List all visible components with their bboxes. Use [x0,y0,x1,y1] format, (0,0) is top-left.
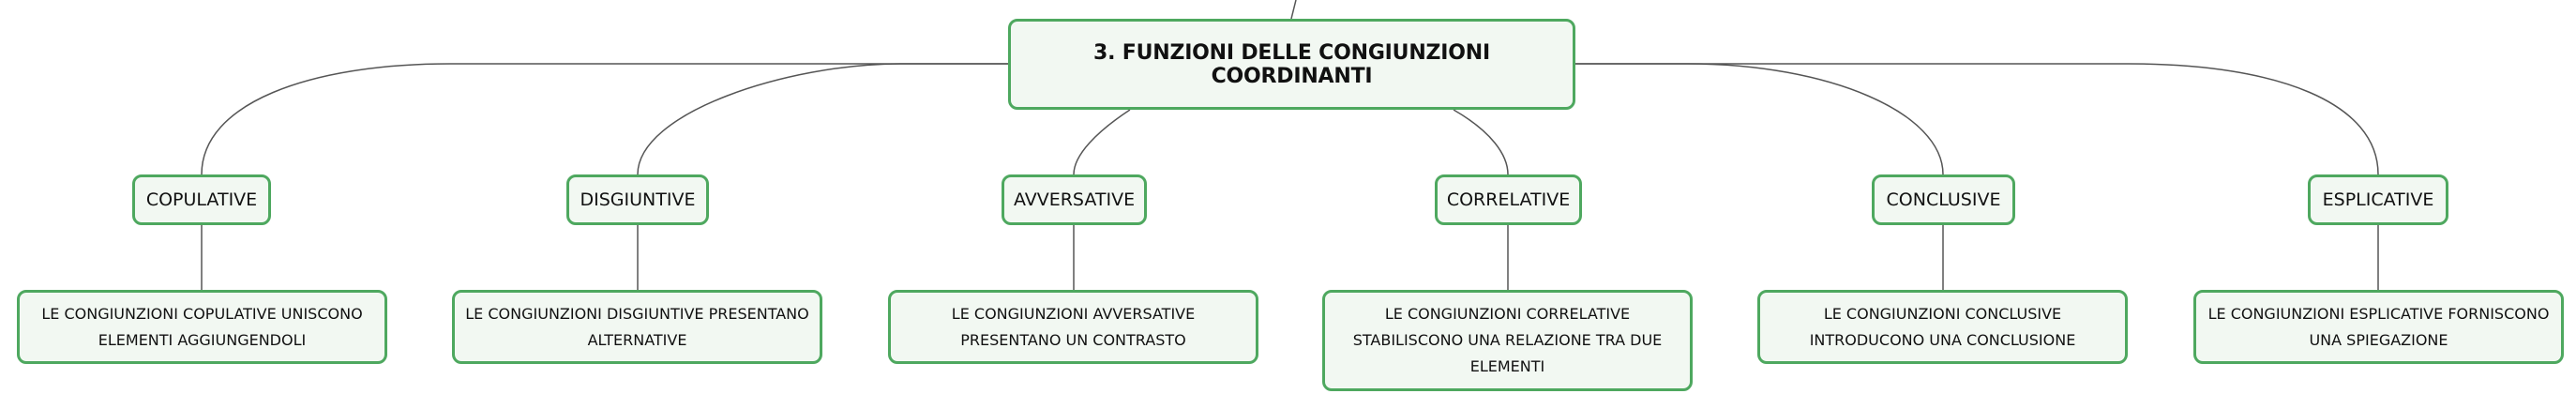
topic-copulative[interactable]: COPULATIVE [132,174,271,225]
topic-label: COPULATIVE [145,189,258,210]
subtopic-conclusive[interactable]: LE CONGIUNZIONI CONCLUSIVE INTRODUCONO U… [1757,290,2128,364]
topic-avversative[interactable]: AVVERSATIVE [1002,174,1147,225]
topic-esplicative[interactable]: ESPLICATIVE [2308,174,2448,225]
topic-label: CONCLUSIVE [1886,189,2001,210]
root-topic[interactable]: 3. FUNZIONI DELLE CONGIUNZIONI COORDINAN… [1008,19,1575,110]
subtopic-text: LE CONGIUNZIONI AVVERSATIVE PRESENTANO U… [951,304,1196,349]
subtopic-text: LE CONGIUNZIONI COPULATIVE UNISCONO ELEM… [41,304,363,349]
topic-label: AVVERSATIVE [1013,189,1136,210]
topic-conclusive[interactable]: CONCLUSIVE [1872,174,2015,225]
link-root-correlative [1453,109,1509,175]
topic-label: ESPLICATIVE [2322,189,2434,210]
link-parent-root [1290,0,1297,20]
subtopic-disgiuntive[interactable]: LE CONGIUNZIONI DISGIUNTIVE PRESENTANO A… [452,290,822,364]
topic-label: DISGIUNTIVE [580,189,696,210]
topic-label: CORRELATIVE [1446,189,1571,210]
subtopic-text: LE CONGIUNZIONI DISGIUNTIVE PRESENTANO A… [465,304,809,349]
subtopic-text: LE CONGIUNZIONI CORRELATIVE STABILISCONO… [1352,305,1663,375]
subtopic-text: LE CONGIUNZIONI CONCLUSIVE INTRODUCONO U… [1809,304,2076,349]
link-root-copulative [201,63,1008,175]
subtopic-avversative[interactable]: LE CONGIUNZIONI AVVERSATIVE PRESENTANO U… [888,290,1258,364]
subtopic-copulative[interactable]: LE CONGIUNZIONI COPULATIVE UNISCONO ELEM… [17,290,387,364]
subtopic-correlative[interactable]: LE CONGIUNZIONI CORRELATIVE STABILISCONO… [1322,290,1693,391]
link-root-disgiuntive [637,63,1008,175]
link-root-esplicative [1575,63,2379,175]
topic-correlative[interactable]: CORRELATIVE [1435,174,1582,225]
link-root-conclusive [1575,63,1944,175]
root-topic-title: 3. FUNZIONI DELLE CONGIUNZIONI COORDINAN… [1093,40,1490,88]
subtopic-text: LE CONGIUNZIONI ESPLICATIVE FORNISCONO U… [2207,304,2550,349]
topic-disgiuntive[interactable]: DISGIUNTIVE [566,174,709,225]
link-root-avversative [1073,109,1131,175]
subtopic-esplicative[interactable]: LE CONGIUNZIONI ESPLICATIVE FORNISCONO U… [2193,290,2564,364]
